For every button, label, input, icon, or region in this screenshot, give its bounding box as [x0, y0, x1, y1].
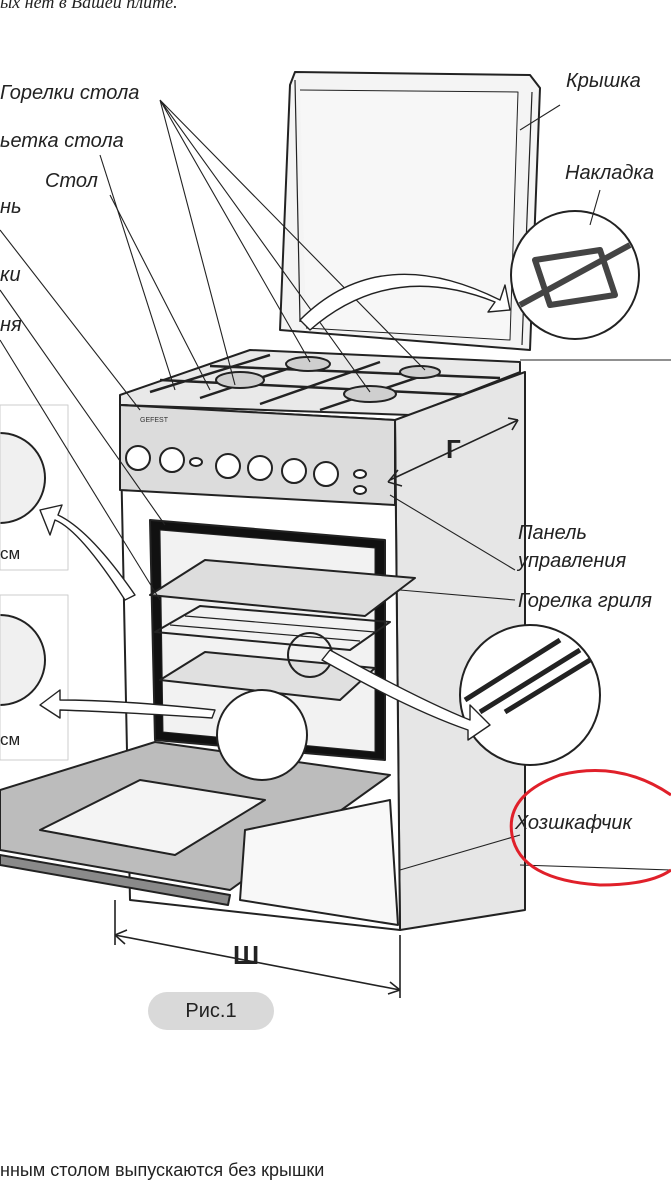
label-cm-2: см [0, 730, 21, 749]
label-table: Стол [45, 170, 98, 192]
knob [125, 445, 151, 471]
knob [215, 453, 241, 479]
red-annotation-circle [509, 769, 671, 887]
burner [215, 371, 265, 389]
brand-logo: GEFEST [140, 417, 169, 424]
knob [281, 458, 307, 484]
baking-tray [149, 559, 416, 617]
label-lid: Крышка [566, 70, 641, 92]
label-grate: ьетка стола [0, 130, 124, 152]
burner [343, 385, 397, 403]
label-left-fragment-1: нь [0, 196, 22, 218]
label-left-fragment-2: ки [0, 264, 21, 286]
label-control-panel-line-2: управления [518, 550, 627, 572]
footer-fragment: нным столом выпускаются без крышки [0, 1160, 325, 1180]
header-fragment: ых нет в Вашей плите. [0, 0, 178, 12]
left-zoom-circle-2 [0, 614, 46, 706]
knob [313, 461, 339, 487]
dimension-width: Ш [233, 940, 260, 970]
storage-cabinet [239, 799, 399, 926]
bottom-zoom-circle [216, 689, 308, 781]
label-overlay: Накладка [565, 162, 655, 184]
left-zoom-circle-1 [0, 432, 46, 524]
oven-rack [154, 605, 391, 651]
dimension-depth: Г [446, 434, 461, 464]
label-cm-1: см [0, 544, 21, 563]
label-cabinet: Хозшкафчик [515, 812, 632, 834]
figure-label: Рис.1 [148, 992, 274, 1030]
label-burners: Горелки стола [0, 82, 140, 104]
label-control-panel-line-1: Панель [518, 522, 587, 544]
burner [285, 356, 331, 372]
burner [399, 365, 441, 379]
knob [247, 455, 273, 481]
knob [159, 447, 185, 473]
label-left-fragment-3: ня [0, 314, 22, 336]
label-grill-burner: Горелка гриля [518, 590, 652, 612]
